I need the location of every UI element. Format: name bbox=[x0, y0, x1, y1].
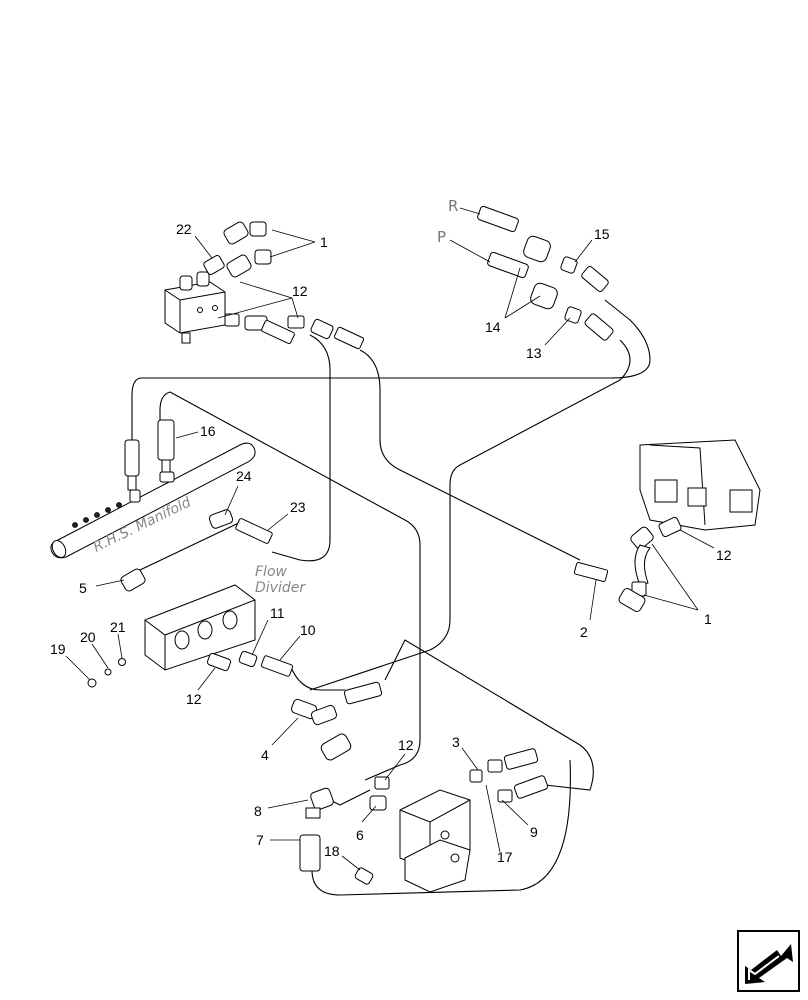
callout-1-pump: 1 bbox=[704, 611, 712, 627]
leader-lines bbox=[65, 229, 715, 871]
rhs-manifold bbox=[50, 419, 256, 559]
callout-5: 5 bbox=[79, 580, 87, 596]
callout-24: 24 bbox=[236, 468, 252, 484]
callout-1-top: 1 bbox=[320, 234, 328, 250]
port-r-label: R bbox=[448, 197, 458, 215]
pump-port-fittings bbox=[449, 205, 614, 341]
flow-divider-label-line1: Flow bbox=[255, 564, 288, 580]
top-fittings bbox=[203, 221, 365, 350]
callout-23: 23 bbox=[290, 499, 306, 515]
flow-divider bbox=[87, 509, 294, 688]
callout-numbers: 1 22 12 15 14 13 16 24 23 5 11 10 19 20 … bbox=[50, 221, 732, 865]
callout-15: 15 bbox=[594, 226, 610, 242]
callout-6: 6 bbox=[356, 827, 364, 843]
callout-8: 8 bbox=[254, 803, 262, 819]
callout-7: 7 bbox=[256, 832, 264, 848]
callout-21: 21 bbox=[110, 619, 126, 635]
callout-13: 13 bbox=[526, 345, 542, 361]
callout-4: 4 bbox=[261, 747, 269, 763]
callout-18: 18 bbox=[324, 843, 340, 859]
control-valve bbox=[290, 681, 549, 893]
callout-12-top: 12 bbox=[292, 283, 308, 299]
callout-17: 17 bbox=[497, 849, 513, 865]
callout-10: 10 bbox=[300, 622, 316, 638]
callout-3: 3 bbox=[452, 734, 460, 750]
relief-valve-block bbox=[164, 271, 226, 344]
next-page-arrow-icon[interactable] bbox=[737, 930, 800, 992]
callout-22: 22 bbox=[176, 221, 192, 237]
callout-12-valve: 12 bbox=[398, 737, 414, 753]
callout-20: 20 bbox=[80, 629, 96, 645]
hydraulic-pump bbox=[573, 439, 761, 612]
callout-12-pump: 12 bbox=[716, 547, 732, 563]
callout-14: 14 bbox=[485, 319, 501, 335]
callout-11: 11 bbox=[270, 605, 285, 621]
callout-19: 19 bbox=[50, 641, 66, 657]
callout-9: 9 bbox=[530, 824, 538, 840]
port-p-label: P bbox=[437, 228, 446, 246]
callout-12-divider: 12 bbox=[186, 691, 202, 707]
flow-divider-label-line2: Divider bbox=[255, 580, 306, 596]
callout-2: 2 bbox=[580, 624, 588, 640]
callout-16: 16 bbox=[200, 423, 216, 439]
